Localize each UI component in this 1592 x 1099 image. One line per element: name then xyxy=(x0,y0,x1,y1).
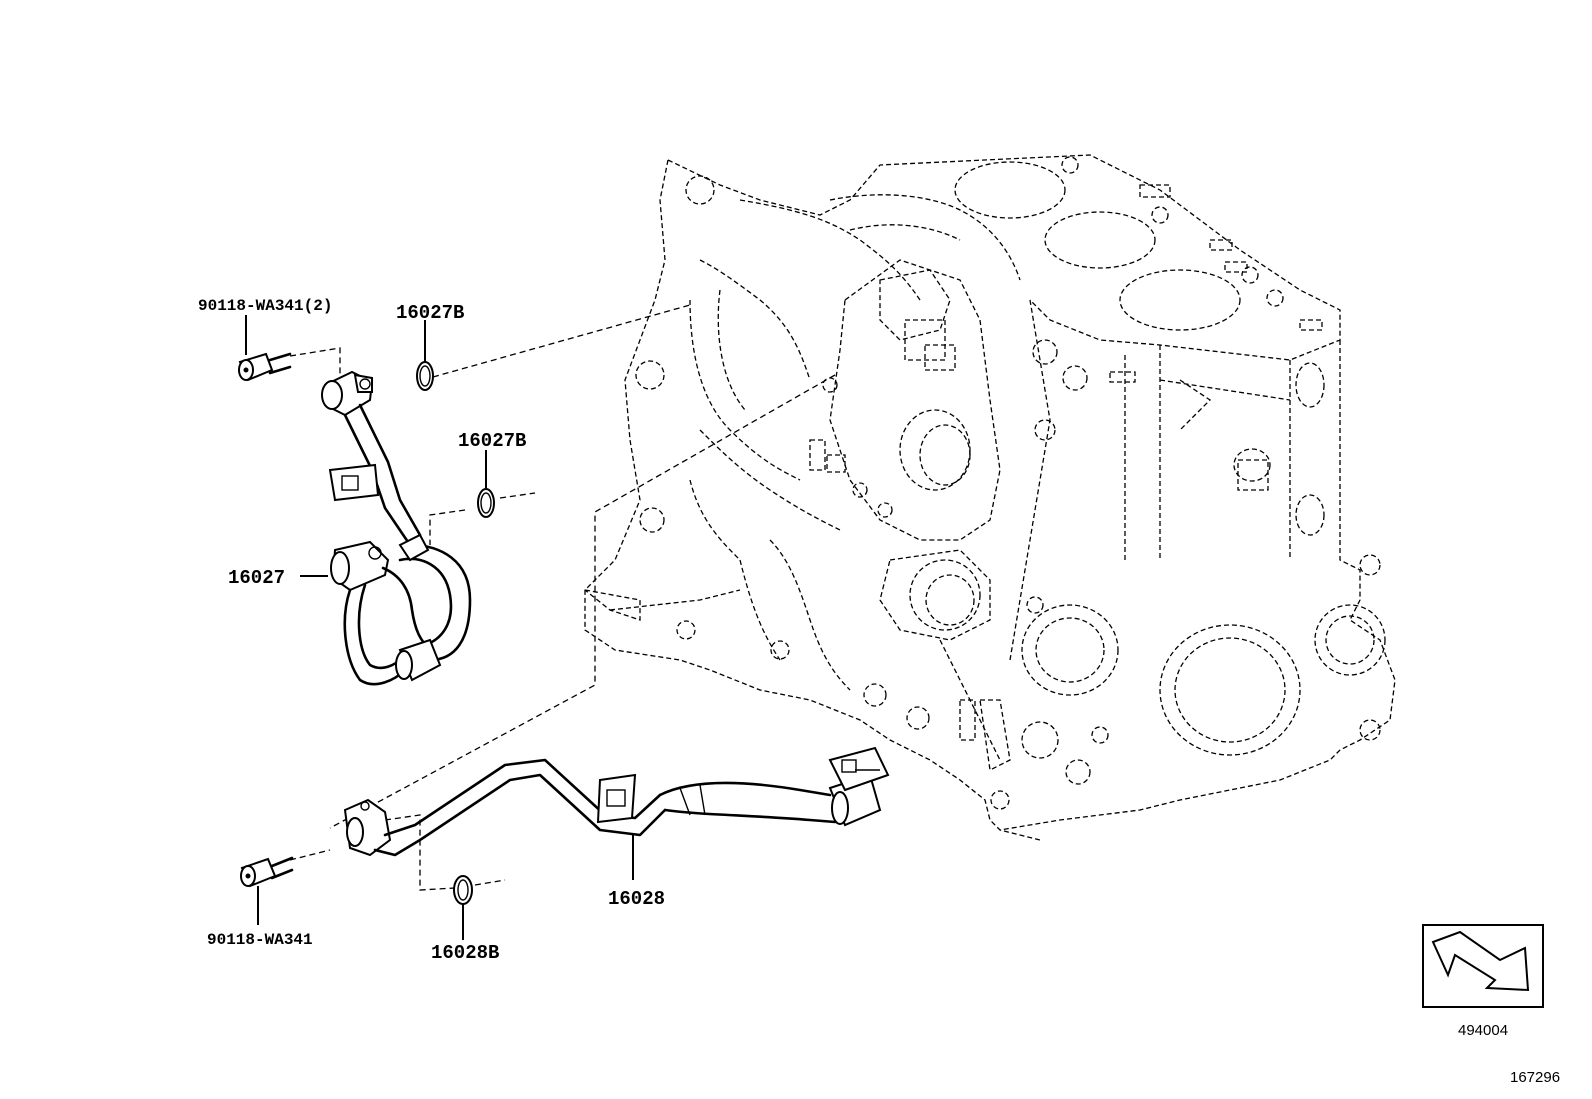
label-ring-upper-2: 16027B xyxy=(458,430,526,452)
part-labels: 90118-WA341(2) 16027B 16027B 16027 16028… xyxy=(198,297,665,964)
label-hose-lower: 16028 xyxy=(608,888,665,910)
orientation-box xyxy=(1422,924,1544,1008)
hose-16028 xyxy=(343,746,890,857)
label-bolt-upper: 90118-WA341(2) xyxy=(198,297,332,315)
engine-block xyxy=(584,154,1396,841)
label-ring-lower: 16028B xyxy=(431,942,499,964)
bolt-upper xyxy=(238,315,292,382)
label-bolt-lower: 90118-WA341 xyxy=(207,931,313,949)
label-ring-upper-1: 16027B xyxy=(396,302,464,324)
orientation-indicator: 494004 xyxy=(1422,924,1544,1039)
o-ring-upper-2 xyxy=(477,450,495,518)
alignment-lines xyxy=(289,304,836,891)
hose-16027 xyxy=(321,370,472,686)
orientation-ref: 494004 xyxy=(1458,1022,1508,1039)
label-hose-upper: 16027 xyxy=(228,567,285,589)
o-ring-lower xyxy=(453,875,473,940)
o-ring-upper-1 xyxy=(416,320,434,391)
leader-lines xyxy=(300,575,634,880)
orientation-arrow-icon xyxy=(1431,930,1530,992)
figure-id: 167296 xyxy=(1510,1069,1560,1086)
bolt-lower xyxy=(240,856,294,925)
